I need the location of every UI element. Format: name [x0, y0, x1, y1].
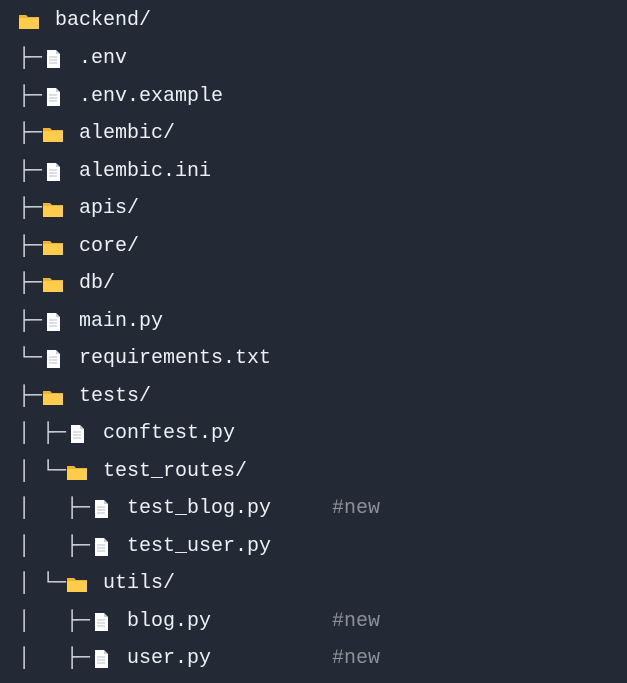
comment-new: #new — [332, 497, 381, 520]
file-icon — [47, 88, 61, 106]
file-icon — [95, 650, 109, 668]
file-icon — [95, 500, 109, 518]
tree-guide: │ ├─ — [18, 497, 91, 520]
tree-row-tests[interactable]: ├─ tests/ — [18, 383, 151, 411]
tree-guide: ├─ — [18, 122, 43, 145]
tree-guide: ├─ — [18, 310, 43, 333]
tree-row-alembic-folder[interactable]: ├─ alembic/ — [18, 120, 175, 148]
file-icon — [71, 425, 85, 443]
file-icon — [47, 350, 61, 368]
tree-row-db[interactable]: ├─ db/ — [18, 270, 115, 298]
tree-item-label: .env — [79, 47, 128, 70]
file-icon — [95, 613, 109, 631]
tree-item-label: user.py — [127, 647, 212, 670]
folder-icon — [43, 203, 64, 217]
tree-item-label: main.py — [79, 310, 164, 333]
folder-icon — [43, 241, 64, 255]
tree-row-requirements[interactable]: └─ requirements.txt — [18, 345, 271, 373]
folder-icon — [19, 15, 39, 29]
tree-guide: ├─ — [18, 85, 43, 108]
tree-row-test-user[interactable]: │ ├─ test_user.py — [18, 533, 271, 561]
folder-icon — [43, 128, 64, 142]
tree-item-label: alembic.ini — [79, 160, 212, 183]
tree-guide: │ ├─ — [18, 535, 91, 558]
tree-row-apis[interactable]: ├─ apis/ — [18, 195, 139, 223]
tree-guide: │ └─ — [18, 572, 67, 595]
comment-new: #new — [332, 610, 381, 633]
file-icon — [47, 313, 61, 331]
tree-guide: ├─ — [18, 160, 43, 183]
tree-guide: │ ├─ — [18, 610, 91, 633]
folder-icon — [43, 391, 64, 405]
tree-row-backend[interactable]: backend/ — [18, 7, 151, 35]
tree-row-test-blog[interactable]: │ ├─ test_blog.py #new — [18, 495, 380, 523]
tree-guide: ├─ — [18, 235, 43, 258]
folder-icon — [43, 278, 64, 292]
tree-item-label: db/ — [79, 272, 116, 295]
tree-row-blog-py[interactable]: │ ├─ blog.py #new — [18, 608, 380, 636]
tree-item-label: test_user.py — [127, 535, 272, 558]
tree-row-core[interactable]: ├─ core/ — [18, 233, 139, 261]
tree-guide: │ └─ — [18, 460, 67, 483]
tree-guide: ├─ — [18, 197, 43, 220]
tree-item-label: blog.py — [127, 610, 212, 633]
comment-new: #new — [332, 647, 381, 670]
tree-row-utils[interactable]: │ └─ utils/ — [18, 570, 175, 598]
tree-item-label: test_blog.py — [127, 497, 272, 520]
file-icon — [47, 163, 61, 181]
tree-guide: │ ├─ — [18, 647, 91, 670]
tree-guide: ├─ — [18, 272, 43, 295]
tree-row-main-py[interactable]: ├─ main.py — [18, 308, 163, 336]
tree-row-alembic-ini[interactable]: ├─ alembic.ini — [18, 158, 211, 186]
tree-guide: │ ├─ — [18, 422, 67, 445]
tree-guide: └─ — [18, 347, 43, 370]
tree-row-user-py[interactable]: │ ├─ user.py #new — [18, 645, 380, 673]
tree-item-label: apis/ — [79, 197, 140, 220]
tree-row-conftest[interactable]: │ ├─ conftest.py — [18, 420, 235, 448]
tree-item-label: test_routes/ — [103, 460, 248, 483]
tree-item-label: alembic/ — [79, 122, 176, 145]
folder-icon — [67, 466, 88, 480]
tree-item-label: tests/ — [79, 385, 152, 408]
file-icon — [47, 50, 61, 68]
tree-row-env-example[interactable]: ├─ .env.example — [18, 83, 223, 111]
tree-item-label: .env.example — [79, 85, 224, 108]
tree-item-label: backend/ — [55, 9, 152, 32]
tree-guide: ├─ — [18, 385, 43, 408]
tree-row-test-routes[interactable]: │ └─ test_routes/ — [18, 458, 247, 486]
tree-item-label: core/ — [79, 235, 140, 258]
tree-item-label: conftest.py — [103, 422, 236, 445]
file-icon — [95, 538, 109, 556]
tree-row-env[interactable]: ├─ .env — [18, 45, 127, 73]
tree-item-label: requirements.txt — [79, 347, 272, 370]
tree-item-label: utils/ — [103, 572, 176, 595]
tree-guide: ├─ — [18, 47, 43, 70]
folder-icon — [67, 578, 88, 592]
